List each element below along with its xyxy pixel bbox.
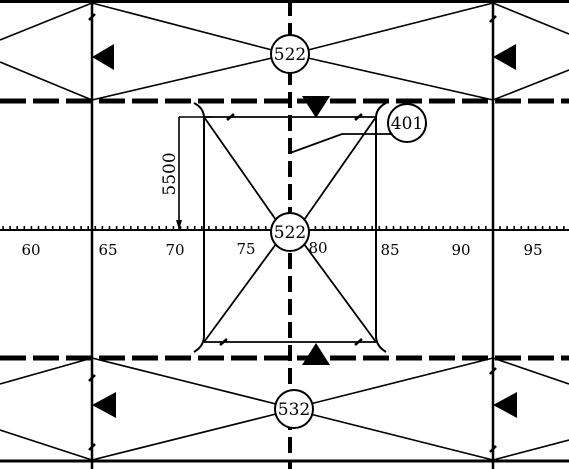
balloon-label: 532 [278,400,310,420]
direction-markers [92,44,517,418]
up-arrow-marker [302,343,330,365]
axis-tick-label: 85 [380,241,399,259]
axis-tick-label: 60 [21,241,40,259]
down-arrow-marker [302,96,330,118]
axis-tick-label: 70 [165,241,184,259]
left-arrow-marker [493,392,517,418]
axis-tick-label: 95 [523,241,542,259]
axis-tick-label: 90 [451,241,470,259]
left-arrow-marker [92,44,114,70]
axis-tick-label: 65 [98,241,117,259]
balloon-top-member: 522 [270,34,310,74]
balloon-label: 522 [274,45,306,65]
station-axis: 60 65 70 75 80 85 90 95 [0,226,569,259]
axis-labels: 60 65 70 75 80 85 90 95 [21,239,542,259]
balloon-bottom-member: 532 [274,389,314,429]
dimension-5500: 5500 [160,116,212,230]
dimension-label: 5500 [160,152,180,195]
balloon-detail-ref: 401 [387,103,427,143]
bottom-bay-bracing [0,357,569,461]
axis-tick-label: 75 [236,240,255,258]
top-bay-bracing [0,2,569,101]
balloon-label: 522 [274,223,306,243]
axis-tick-label: 80 [308,239,327,257]
balloon-label: 401 [391,114,423,134]
beam-lines [0,98,569,361]
opening-frame [193,102,387,353]
callout-balloons: 522 522 532 401 [270,34,427,429]
left-arrow-marker [493,44,516,70]
balloon-center-member: 522 [270,212,310,252]
left-arrow-marker [92,392,116,418]
